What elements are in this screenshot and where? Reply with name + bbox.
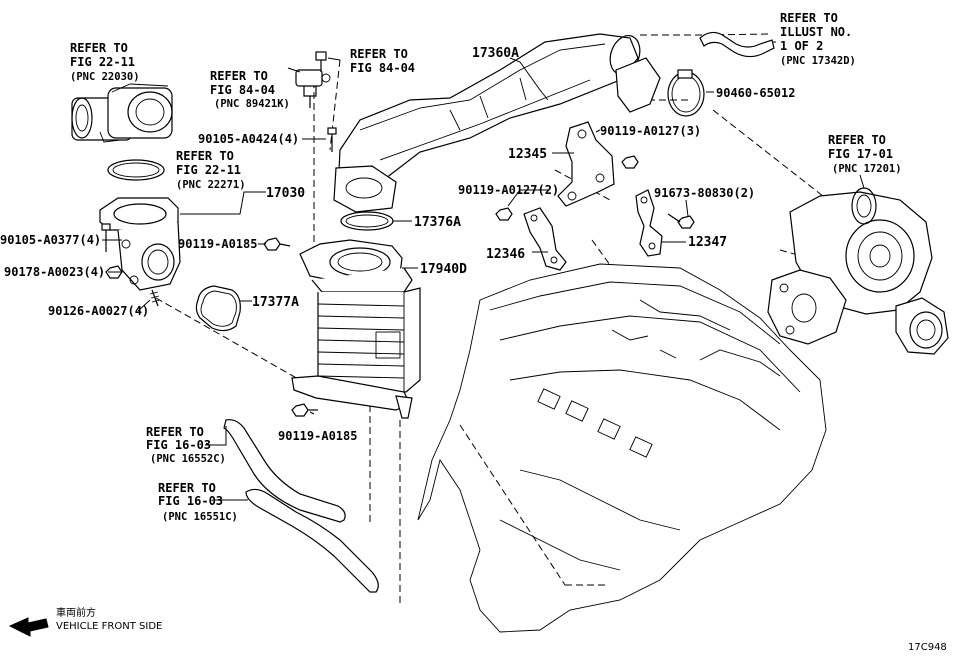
part-90119-A0127-2: 90119-A0127(2) [458,183,559,197]
part-17360A: 17360A [472,46,519,61]
ref-line-2: FIG 84-04 [350,61,415,75]
part-90126-A0027: 90126-A0027(4) [48,304,149,318]
ref-line-2: FIG 22-11 [70,55,135,69]
label-sensor-ref-a: REFER TO FIG 84-04 [350,47,415,75]
bolt-90105-A0377 [101,223,111,252]
part-17030: 17030 [266,186,305,201]
part-12346: 12346 [486,247,525,262]
part-90119-A0127-3: 90119-A0127(3) [600,124,701,138]
vehicle-front-indicator: 車両前方 VEHICLE FRONT SIDE [8,606,162,637]
bolt-90105-A0424 [327,127,337,152]
part-12347: 12347 [688,235,727,250]
bracket-12347 [635,189,663,257]
label-hose-c-ref: REFER TO FIG 16-03 (PNC 16552C) [146,425,226,465]
ref-line-3: (PNC 16551C) [162,511,238,523]
bracket-12345 [557,121,615,207]
ref-line-2: FIG 16-03 [146,438,211,452]
hose-top [699,31,775,58]
bolt-91673-80830 [667,213,695,229]
bolt-90119-A0185-lower [291,403,318,417]
part-17940D: 17940D [420,262,467,277]
intercooler-17940D [291,239,421,419]
illustration-code: 17C948 [908,642,947,653]
part-12345: 12345 [508,147,547,162]
bolt-90119-A0127-2 [495,207,513,221]
ref-line-1: REFER TO [350,47,408,61]
ref-line-2: FIG 22-11 [176,163,241,177]
ref-line-2: FIG 84-04 [210,83,275,97]
label-turbo-ref: REFER TO FIG 17-01 (PNC 17201) [828,133,902,175]
ref-line-3: (PNC 22271) [176,179,246,191]
part-90105-A0424: 90105-A0424(4) [198,132,299,146]
ref-line-1: REFER TO [176,149,234,163]
ref-line-1: REFER TO [780,11,838,25]
part-91673-80830: 91673-80830(2) [654,186,755,200]
arrow-left-icon [8,617,49,637]
direction-en: VEHICLE FRONT SIDE [56,621,162,632]
leader-lines [102,41,865,501]
intake-pipe-17360A [333,33,661,213]
label-sensor-ref-b: REFER TO FIG 84-04 (PNC 89421K) [210,69,290,110]
ref-line-4: (PNC 17342D) [780,55,856,67]
turbocharger [767,187,949,355]
throttle-body [71,83,173,143]
part-90178-A0023: 90178-A0023(4) [4,265,105,279]
coolant-hose-16551C [245,488,379,593]
part-17377A: 17377A [252,295,299,310]
label-gasket-ref: REFER TO FIG 22-11 (PNC 22271) [176,149,246,191]
gasket-17376A [340,211,394,231]
ref-line-2: FIG 17-01 [828,147,893,161]
gasket-17377A [195,285,241,332]
ref-line-3: (PNC 89421K) [214,98,290,110]
part-90105-A0377: 90105-A0377(4) [0,233,101,247]
ref-line-1: REFER TO [146,425,204,439]
label-hose-top-ref: REFER TO ILLUST NO. 1 OF 2 (PNC 17342D) [780,11,856,67]
ref-line-3: 1 OF 2 [780,39,823,53]
bracket-12346 [523,207,567,271]
coolant-hose-16552C [223,419,346,523]
ref-line-3: (PNC 17201) [832,163,902,175]
stud-90126-A0027 [149,289,161,307]
part-90460-65012: 90460-65012 [716,86,795,100]
ref-line-2: ILLUST NO. [780,25,852,39]
hose-clamp-90460 [667,69,705,117]
ref-line-1: REFER TO [158,481,216,495]
ref-line-1: REFER TO [70,41,128,55]
part-17376A: 17376A [414,215,461,230]
ref-line-3: (PNC 22030) [70,71,140,83]
pressure-sensor [295,69,331,108]
gasket-ring-throttle [107,159,165,181]
ref-line-2: FIG 16-03 [158,494,223,508]
label-throttle-ref: REFER TO FIG 22-11 (PNC 22030) [70,41,140,83]
flange-adapter-17030 [99,197,181,291]
bolt-sensor-top [315,51,327,72]
part-90119-A0185-lower: 90119-A0185 [278,429,357,443]
direction-jp: 車両前方 [56,606,96,619]
engine-block [417,263,827,633]
bolt-90119-A0127-3 [621,155,639,169]
ref-line-1: REFER TO [210,69,268,83]
ref-line-1: REFER TO [828,133,886,147]
ref-line-3: (PNC 16552C) [150,453,226,465]
part-90119-A0185-upper: 90119-A0185 [178,237,257,251]
bolt-90119-A0185-upper [263,237,291,251]
label-hose-d-ref: REFER TO FIG 16-03 (PNC 16551C) [158,481,238,523]
